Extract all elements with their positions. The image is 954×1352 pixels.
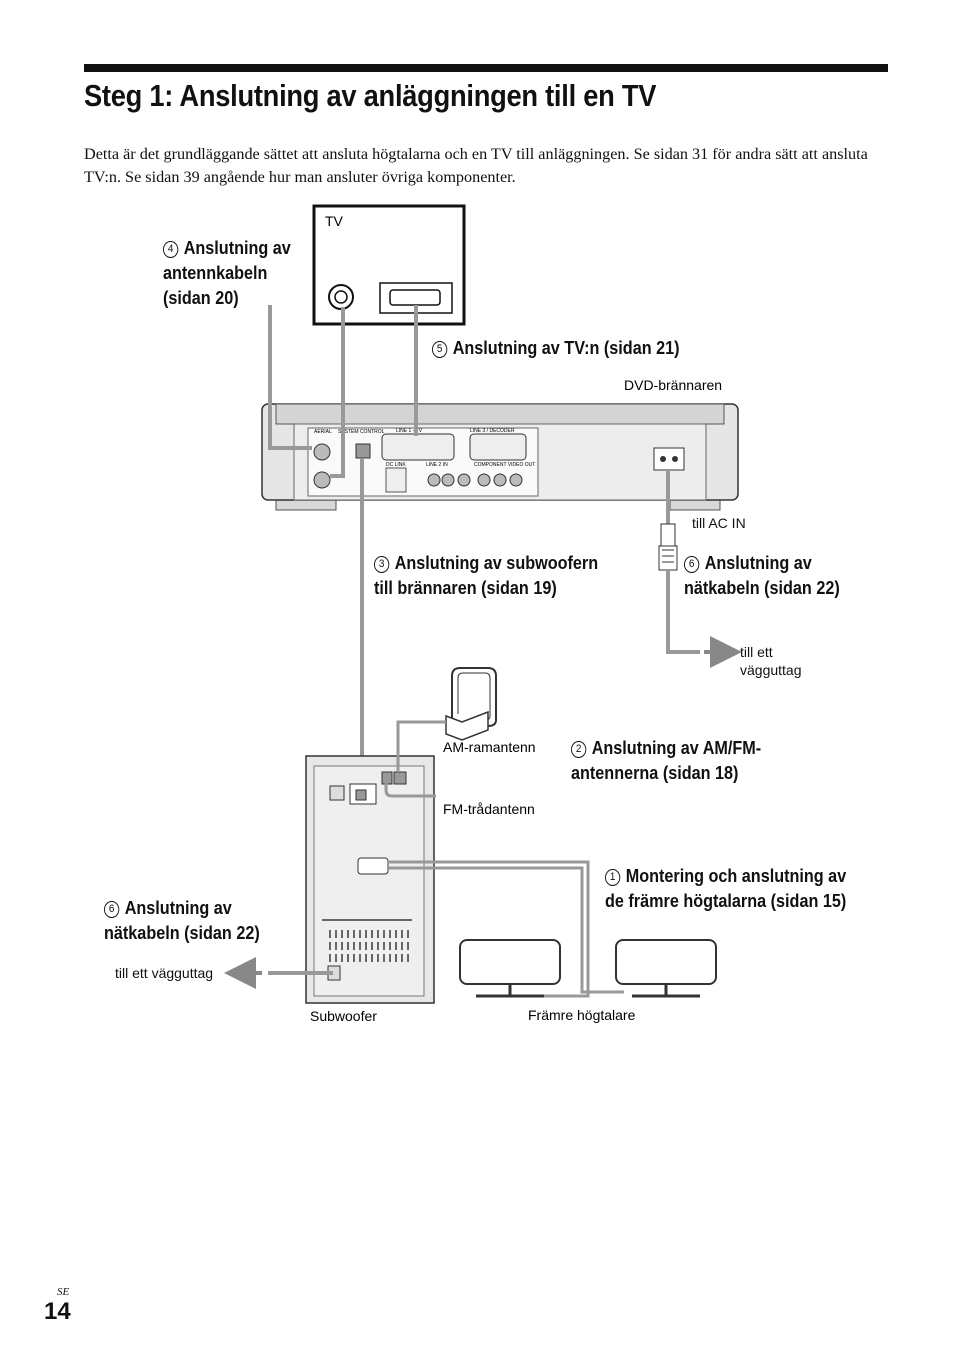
- tv-rear-panel: [312, 204, 466, 326]
- cable-antenna: [268, 305, 345, 478]
- wall-outlet-left-label: till ett vägguttag: [115, 965, 214, 981]
- fm-wire-antenna: [384, 780, 436, 798]
- panel-label-component: COMPONENT VIDEO OUT: [474, 462, 535, 468]
- ac-in-label: till AC IN: [692, 515, 746, 531]
- dvd-recorder-rear-panel: [261, 403, 739, 511]
- panel-label-system-control: SYSTEM CONTROL: [338, 429, 385, 435]
- subwoofer-label: Subwoofer: [310, 1008, 377, 1024]
- intro-paragraph: Detta är det grundläggande sättet att an…: [84, 145, 868, 186]
- tv-label: TV: [325, 213, 344, 229]
- subwoofer-body: [305, 755, 435, 1004]
- step-6-text-right: Anslutning av nätkabeln (sidan 22): [684, 553, 840, 598]
- panel-label-line2: LINE 2 IN: [426, 462, 448, 468]
- dvd-recorder-label: DVD-brännaren: [624, 377, 722, 393]
- step-2-text: Anslutning av AM/FM- antennerna (sidan 1…: [571, 738, 762, 783]
- step-3-number: 3: [374, 556, 390, 573]
- step-6-number-left: 6: [104, 901, 120, 918]
- power-cord-right: [658, 470, 742, 668]
- step-6-text-left: Anslutning av nätkabeln (sidan 22): [104, 898, 260, 943]
- step-1-text: Montering och anslutning av de främre hö…: [605, 866, 847, 911]
- step-6-number-right: 6: [684, 556, 700, 573]
- step-2-number: 2: [571, 741, 587, 758]
- step-3-text: Anslutning av subwoofern till brännaren …: [374, 553, 599, 598]
- front-speaker-left: [459, 939, 561, 998]
- front-speaker-right: [615, 939, 717, 998]
- page-number: 14: [44, 1298, 71, 1325]
- wall-outlet-right-label: till ett vägguttag: [740, 644, 802, 678]
- language-code: SE: [57, 1286, 70, 1298]
- panel-label-dc-link: DC LINK: [386, 462, 406, 468]
- fm-antenna-label: FM-trådantenn: [443, 801, 535, 817]
- am-loop-antenna: [396, 667, 497, 772]
- step-5-text: Anslutning av TV:n (sidan 21): [452, 338, 680, 358]
- panel-label-line1: LINE 1 - TV: [396, 428, 423, 434]
- step-4-number: 4: [163, 241, 179, 258]
- page-title: Steg 1: Anslutning av anläggningen till …: [84, 78, 657, 113]
- front-speakers-label: Främre högtalare: [528, 1007, 636, 1023]
- step-1-number: 1: [605, 869, 621, 886]
- step-4-text: Anslutning av antennkabeln (sidan 20): [163, 238, 291, 308]
- title-rule: [84, 64, 888, 72]
- speaker-cables: [388, 860, 624, 998]
- panel-label-line3: LINE 3 / DECODER: [470, 428, 515, 434]
- panel-label-aerial: AERIAL: [314, 429, 332, 435]
- am-antenna-label: AM-ramantenn: [443, 739, 536, 755]
- step-5-number: 5: [432, 341, 448, 358]
